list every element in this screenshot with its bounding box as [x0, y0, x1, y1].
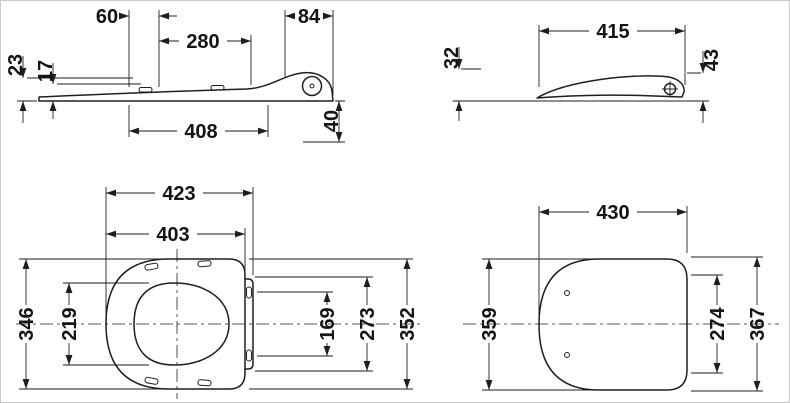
dim-label: 40 — [321, 110, 343, 132]
dim-label: 352 — [397, 307, 419, 340]
dim-seat-top-right-inner-second: 273 — [357, 277, 379, 371]
seat-hinge-circle — [301, 75, 323, 97]
dim-label: 430 — [596, 202, 629, 224]
dim-seat-top-right-outer: 352 — [397, 259, 419, 389]
dim-label: 346 — [16, 307, 38, 340]
dim-label: 415 — [596, 21, 629, 43]
dim-seat-side-left-outer: 23 — [5, 54, 27, 123]
dim-label: 84 — [298, 6, 321, 28]
seat-hinge-slot-2 — [246, 349, 252, 362]
seat-bumper-side-1 — [138, 87, 153, 93]
lid-side-outline — [536, 75, 685, 99]
view-seat-top: 423 403 346 219 169 273 — [16, 183, 421, 399]
dim-label: 32 — [441, 47, 463, 69]
dim-label: 23 — [5, 54, 27, 76]
dim-label: 219 — [59, 307, 81, 340]
seat-bumper-3 — [144, 376, 159, 385]
extension-lines — [19, 187, 413, 390]
seat-side-outline — [38, 71, 334, 102]
dim-seat-side-left-inner: 17 — [35, 60, 57, 119]
dim-label: 423 — [162, 183, 195, 205]
dim-label: 367 — [747, 307, 769, 340]
seat-hinge-slot-1 — [246, 286, 252, 299]
dim-lid-top-right-inner: 274 — [707, 275, 729, 373]
dim-label: 273 — [357, 307, 379, 340]
extension-lines — [17, 10, 345, 143]
dim-seat-top-left-outer: 346 — [16, 259, 38, 389]
dim-lid-side-left: 32 — [441, 47, 463, 121]
dim-lid-top-left: 359 — [479, 259, 501, 390]
dim-label: 43 — [701, 49, 723, 71]
dim-seat-side-top-right: 84 — [285, 6, 333, 28]
seat-top-outline — [105, 258, 246, 390]
lid-hinge-cross-icon — [662, 81, 678, 97]
extension-lines — [461, 25, 709, 102]
extension-lines — [482, 206, 763, 392]
dim-seat-side-top-middle: 280 — [159, 31, 251, 53]
dim-lid-side-top: 415 — [539, 21, 685, 43]
dim-lid-top-length: 430 — [539, 202, 687, 224]
dim-label: 403 — [156, 224, 189, 246]
dim-label: 280 — [186, 31, 219, 53]
dim-seat-side-bottom: 408 — [129, 121, 268, 143]
seat-hinge-flap — [244, 278, 254, 370]
dim-label: 274 — [707, 306, 729, 340]
dim-seat-side-top-left: 60 — [96, 6, 177, 28]
seat-bumper-2 — [197, 260, 212, 268]
seat-bumper-side-2 — [210, 85, 225, 91]
dim-seat-top-left-inner: 219 — [59, 283, 81, 365]
dim-seat-side-right: 40 — [321, 101, 343, 142]
view-lid-side: 415 32 43 — [441, 21, 723, 123]
dim-label: 17 — [35, 60, 57, 82]
seat-bumper-4 — [197, 379, 212, 387]
lid-detail-hole-1 — [564, 290, 570, 296]
seat-hinge-axis-icon — [309, 83, 315, 89]
lid-top-outline — [538, 258, 688, 391]
dim-lid-side-right: 43 — [699, 49, 723, 123]
dim-label: 359 — [479, 307, 501, 340]
seat-opening — [133, 282, 230, 366]
dim-seat-top-outer-length: 423 — [106, 183, 253, 205]
dim-label: 408 — [184, 121, 217, 143]
dim-label: 169 — [317, 307, 339, 340]
dim-seat-top-inner-length: 403 — [106, 224, 245, 246]
dim-seat-top-right-inner-first: 169 — [317, 292, 339, 356]
view-lid-top: 430 359 274 367 — [463, 202, 779, 392]
dim-lid-top-right-outer: 367 — [747, 257, 769, 391]
lid-detail-hole-2 — [564, 352, 570, 358]
seat-bumper-1 — [144, 262, 159, 271]
dim-label: 60 — [96, 6, 118, 28]
view-seat-side: 60 280 84 408 23 17 — [5, 6, 345, 143]
